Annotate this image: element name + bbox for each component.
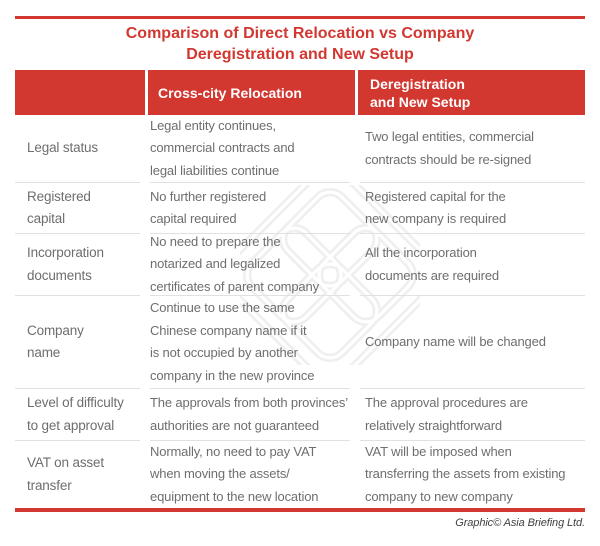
row-label: Legal status (27, 140, 98, 156)
relocation-cell: No need to prepare the notarized and leg… (150, 233, 350, 295)
deregistration-cell: Company name will be changed (360, 295, 585, 388)
deregistration-cell: Two legal entities, commercial contracts… (365, 129, 534, 167)
header-cell-deregistration: Deregistration and New Setup (358, 70, 585, 115)
deregistration-cell: Registered capital for the new company i… (360, 182, 585, 233)
deregistration-cell: All the incorporation documents are requ… (360, 233, 585, 295)
header-cell-empty (15, 70, 145, 115)
chart-title: Comparison of Direct Relocation vs Compa… (125, 25, 475, 63)
table-row: Legal status Legal entity continues, comm… (15, 115, 585, 182)
deregistration-cell: VAT will be imposed when transferring th… (360, 440, 585, 508)
comparison-table: Cross-city Relocation Deregistration and… (15, 70, 585, 508)
table-body: Legal status Legal entity continues, comm… (15, 115, 585, 508)
relocation-cell: No further registered capital required (150, 182, 350, 233)
top-rule (15, 16, 585, 19)
relocation-cell: Normally, no need to pay VAT when moving… (150, 440, 350, 508)
relocation-cell: Continue to use the same Chinese company… (150, 295, 350, 388)
asia-briefing-knot-watermark (220, 165, 440, 385)
bottom-rule (15, 508, 585, 512)
row-label: Company name (15, 295, 140, 388)
relocation-cell: Legal entity continues, commercial contr… (150, 117, 295, 178)
relocation-cell: The approvals from both provinces’ autho… (150, 388, 350, 440)
row-label: Registered capital (15, 182, 140, 233)
deregistration-cell: The approval procedures are relatively s… (360, 388, 585, 440)
header-cell-relocation: Cross-city Relocation (148, 70, 355, 115)
graphic-credit: Graphic© Asia Briefing Ltd. (455, 517, 585, 529)
table-header-row: Cross-city Relocation Deregistration and… (15, 70, 585, 115)
row-label: VAT on asset transfer (15, 440, 140, 508)
row-label: Level of difficulty to get approval (15, 388, 140, 440)
row-label: Incorporation documents (15, 233, 140, 295)
